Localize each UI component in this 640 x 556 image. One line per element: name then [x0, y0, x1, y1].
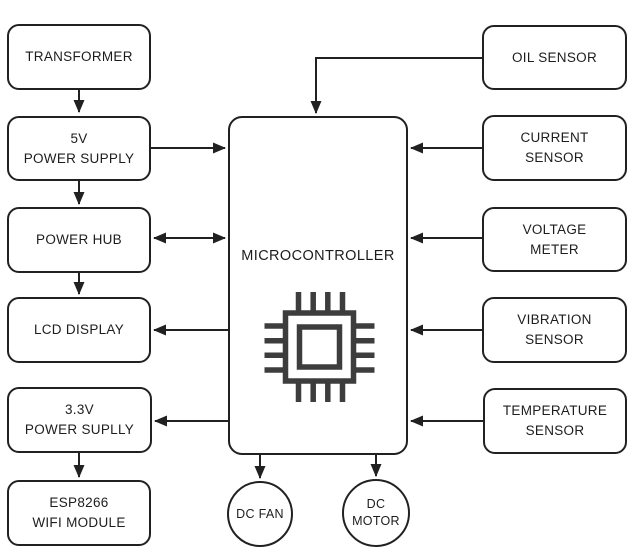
- edge-oil-sensor-to-microcontroller: [310, 57, 482, 114]
- node-power-hub: POWER HUB: [7, 207, 151, 273]
- node-dc-fan: DC FAN: [227, 481, 293, 547]
- transformer-label: TRANSFORMER: [25, 49, 133, 65]
- node-esp8266-wifi-module: ESP8266 WIFI MODULE: [7, 480, 151, 546]
- vibration-sensor-label: VIBRATION SENSOR: [517, 312, 592, 347]
- node-transformer: TRANSFORMER: [7, 24, 151, 90]
- voltage-meter-label: VOLTAGE METER: [522, 221, 587, 257]
- 5v-power-supply-label: 5V POWER SUPPLY: [23, 130, 135, 166]
- 3-3v-power-supply-label: 3.3V POWER SUPLLY: [24, 402, 135, 437]
- temperature-sensor-label: TEMPERATURE SENSOR: [502, 403, 608, 438]
- oil-sensor-label: OIL SENSOR: [511, 49, 598, 65]
- node-dc-motor: DC MOTOR: [342, 479, 410, 547]
- chip-icon: [264, 292, 375, 402]
- node-oil-sensor: OIL SENSOR: [482, 25, 627, 90]
- node-5v-power-supply: 5V POWER SUPPLY: [7, 116, 151, 181]
- dc-fan-label: DC FAN: [236, 506, 284, 521]
- node-lcd-display: LCD DISPLAY: [7, 297, 151, 363]
- node-vibration-sensor: VIBRATION SENSOR: [482, 297, 627, 363]
- node-voltage-meter: VOLTAGE METER: [482, 207, 627, 272]
- dc-motor-label: DC MOTOR: [352, 497, 400, 528]
- node-3-3v-power-supply: 3.3V POWER SUPLLY: [7, 387, 152, 453]
- lcd-display-label: LCD DISPLAY: [33, 322, 125, 338]
- current-sensor-label: CURRENT SENSOR: [520, 130, 589, 165]
- node-temperature-sensor: TEMPERATURE SENSOR: [483, 388, 627, 454]
- node-microcontroller: MICROCONTROLLER: [228, 116, 408, 455]
- microcontroller-label: MICROCONTROLLER: [241, 248, 395, 264]
- power-hub-label: POWER HUB: [36, 232, 122, 248]
- node-current-sensor: CURRENT SENSOR: [482, 115, 627, 181]
- esp8266-wifi-module-label: ESP8266 WIFI MODULE: [32, 495, 126, 530]
